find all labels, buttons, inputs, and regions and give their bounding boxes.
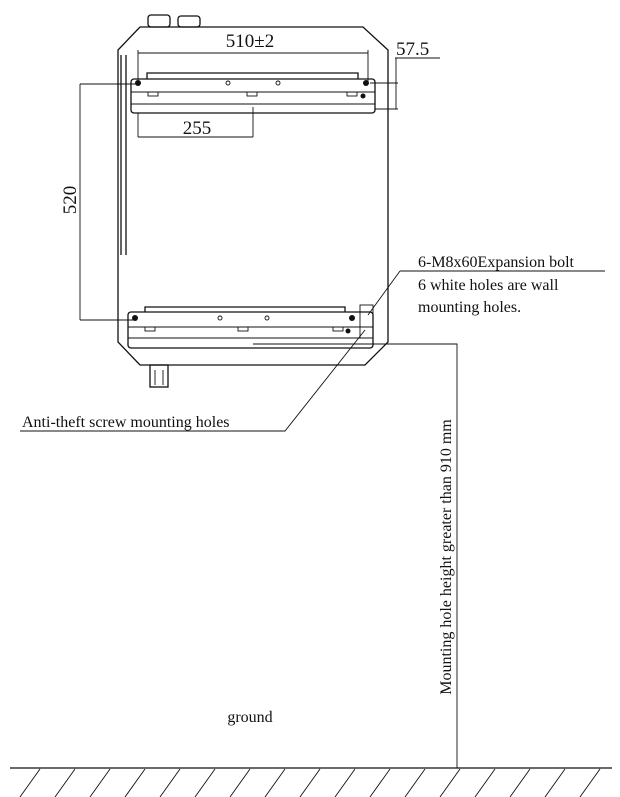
cabinet-outline bbox=[117, 14, 389, 366]
ground-label: ground bbox=[227, 709, 272, 726]
bolt-label: 6-M8x60Expansion bolt bbox=[418, 254, 575, 271]
mounting-height-label: Mounting hole height greater than 910 mm bbox=[438, 419, 455, 695]
bottom-bracket bbox=[127, 304, 374, 388]
ground-hatching bbox=[10, 767, 612, 797]
white-holes-label-2: mounting holes. bbox=[418, 299, 521, 316]
dimension-lines bbox=[20, 50, 605, 768]
half-width-dimension: 255 bbox=[183, 118, 212, 139]
anti-theft-label: Anti-theft screw mounting holes bbox=[22, 414, 230, 431]
white-holes-label-1: 6 white holes are wall bbox=[418, 277, 559, 294]
offset-dimension: 57.5 bbox=[396, 39, 429, 60]
height-dimension: 520 bbox=[60, 186, 81, 215]
width-dimension: 510±2 bbox=[226, 31, 274, 52]
